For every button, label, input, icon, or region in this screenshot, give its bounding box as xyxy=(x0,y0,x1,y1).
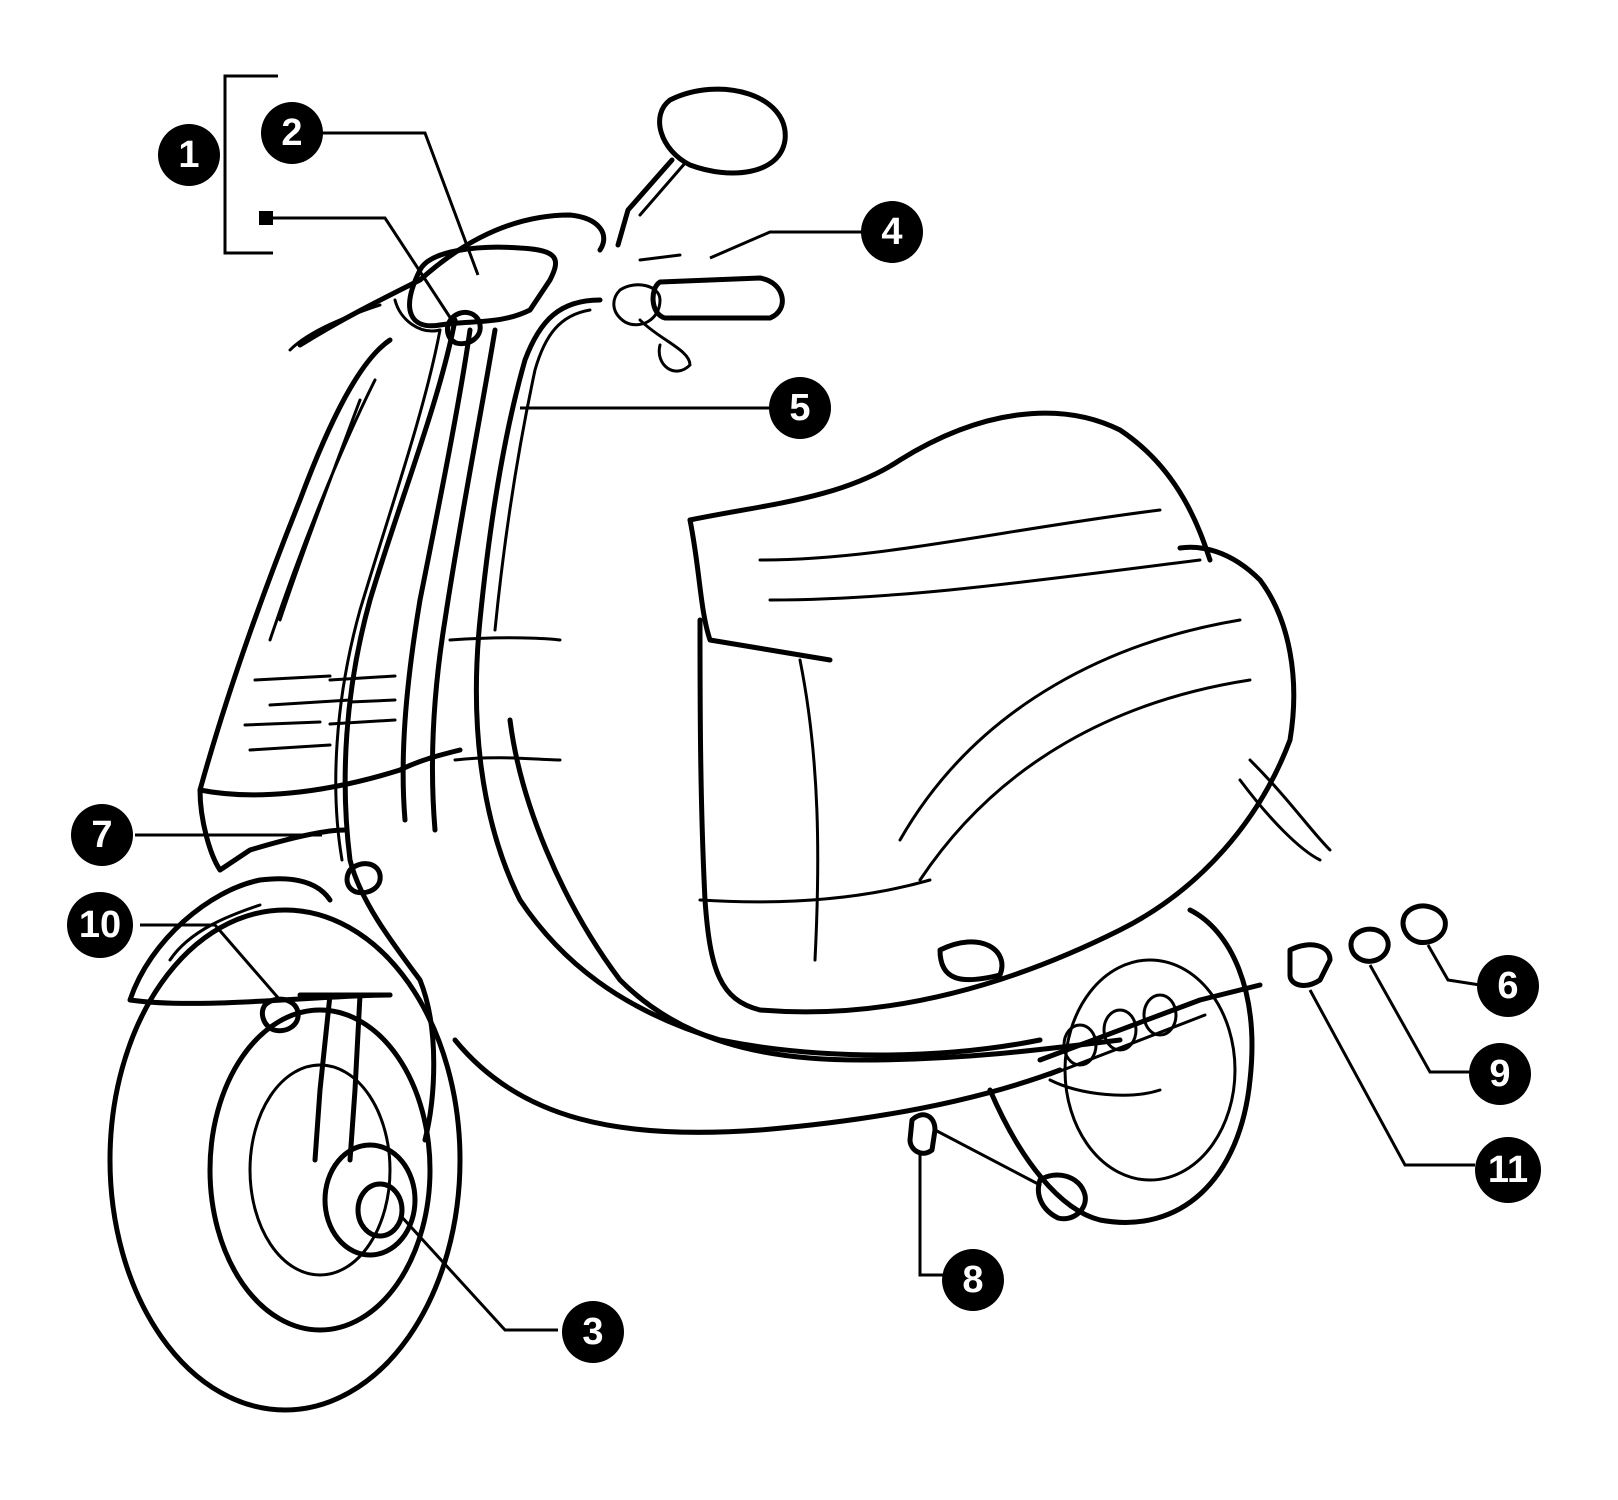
rear-brake-cable-inner xyxy=(493,308,592,632)
callout-11-label: 11 xyxy=(1488,1149,1528,1191)
callout-8-label: 8 xyxy=(962,1259,983,1301)
grille-slot-1 xyxy=(243,674,352,752)
left-lever xyxy=(288,298,442,352)
leader-1 xyxy=(273,216,457,326)
rear-body-curve xyxy=(898,618,1252,882)
seat-front xyxy=(687,517,833,663)
part-8-pedal xyxy=(907,1112,938,1156)
leader-4 xyxy=(709,230,862,260)
callouts: 1 2 3 4 5 6 7 8 xyxy=(67,102,1541,1363)
adjuster-nut-3 xyxy=(1142,993,1178,1037)
frame-underside xyxy=(452,1037,1063,1135)
front-brake-cable xyxy=(342,317,458,1143)
rear-rim xyxy=(1063,958,1237,1182)
headset-front xyxy=(407,244,559,329)
steering-column xyxy=(400,327,473,823)
front-hub xyxy=(248,1063,392,1277)
callout-6-label: 6 xyxy=(1497,965,1518,1007)
leader-3 xyxy=(398,1213,558,1332)
callout-9[interactable]: 9 xyxy=(1469,1043,1531,1105)
grille-slot-2 xyxy=(328,674,397,726)
part-7-clip xyxy=(344,861,383,896)
mirror-stem xyxy=(615,157,675,248)
callout-10[interactable]: 10 xyxy=(67,892,133,958)
callout-3-label: 3 xyxy=(582,1311,603,1353)
leg-shield xyxy=(197,337,393,873)
part-9-nut xyxy=(1348,926,1391,964)
front-brake-cable-inner xyxy=(334,328,442,862)
callout-3[interactable]: 3 xyxy=(562,1301,624,1363)
adjuster-nut-2 xyxy=(1102,1008,1138,1052)
rear-tire xyxy=(987,907,1255,1225)
mirror xyxy=(657,86,788,176)
tail-fender xyxy=(1238,758,1332,862)
front-tire xyxy=(107,907,463,1413)
leader-9 xyxy=(1368,964,1470,1074)
callout-9-label: 9 xyxy=(1489,1053,1510,1095)
callout-5[interactable]: 5 xyxy=(769,377,831,439)
rear-brake-cable xyxy=(473,297,1043,1058)
callout-10-label: 10 xyxy=(79,904,121,946)
switch-block xyxy=(612,283,662,327)
front-fascia xyxy=(197,747,463,798)
callout-8[interactable]: 8 xyxy=(942,1249,1004,1311)
leader-11 xyxy=(1308,989,1475,1167)
part-8-bolt xyxy=(1035,1172,1088,1222)
scooter-illustration xyxy=(107,86,1448,1413)
part-8-link xyxy=(933,1128,1042,1187)
callout-2[interactable]: 2 xyxy=(261,102,323,164)
brake-lever xyxy=(638,253,692,373)
callout-11[interactable]: 11 xyxy=(1475,1137,1541,1203)
callout-1-label: 1 xyxy=(178,134,199,176)
part-1-small-block xyxy=(259,211,273,225)
leader-lines xyxy=(135,74,1481,1332)
callout-4[interactable]: 4 xyxy=(861,201,923,263)
leader-6 xyxy=(1426,944,1481,987)
part-6-adjuster xyxy=(1400,903,1448,946)
hub-drum xyxy=(322,1142,418,1258)
leg-shield-inner xyxy=(268,378,377,642)
rear-body xyxy=(697,544,1297,1015)
callout-2-label: 2 xyxy=(281,112,302,154)
hub-nut xyxy=(355,1181,405,1239)
seat xyxy=(687,410,1213,563)
leader-10 xyxy=(140,923,282,1001)
callout-7-label: 7 xyxy=(91,814,112,856)
callout-6[interactable]: 6 xyxy=(1477,955,1539,1017)
part-11-sleeve xyxy=(1287,942,1333,988)
callout-5-label: 5 xyxy=(789,387,810,429)
leader-2 xyxy=(320,131,480,276)
callout-7[interactable]: 7 xyxy=(71,804,133,866)
rear-cable-adjuster xyxy=(1037,982,1263,1063)
rear-body-panel xyxy=(698,658,932,962)
front-fender xyxy=(127,876,393,1006)
body-vent xyxy=(937,939,1005,983)
callout-4-label: 4 xyxy=(881,211,902,253)
mirror-stem-inner xyxy=(638,160,688,217)
part-10-clip xyxy=(259,996,301,1034)
floorboard xyxy=(507,717,1123,1063)
adjuster-nut-1 xyxy=(1062,1023,1098,1067)
callout-1[interactable]: 1 xyxy=(158,124,220,186)
brake-arm xyxy=(1048,1078,1162,1097)
front-fork xyxy=(312,992,363,1163)
floor-panel xyxy=(448,636,562,762)
bracket-1 xyxy=(223,74,278,255)
steering-column-2 xyxy=(429,327,498,833)
part-2-pivot xyxy=(445,309,483,347)
front-rim xyxy=(207,1007,433,1333)
seat-crease xyxy=(758,508,1202,602)
handlebar-grip xyxy=(650,275,785,321)
